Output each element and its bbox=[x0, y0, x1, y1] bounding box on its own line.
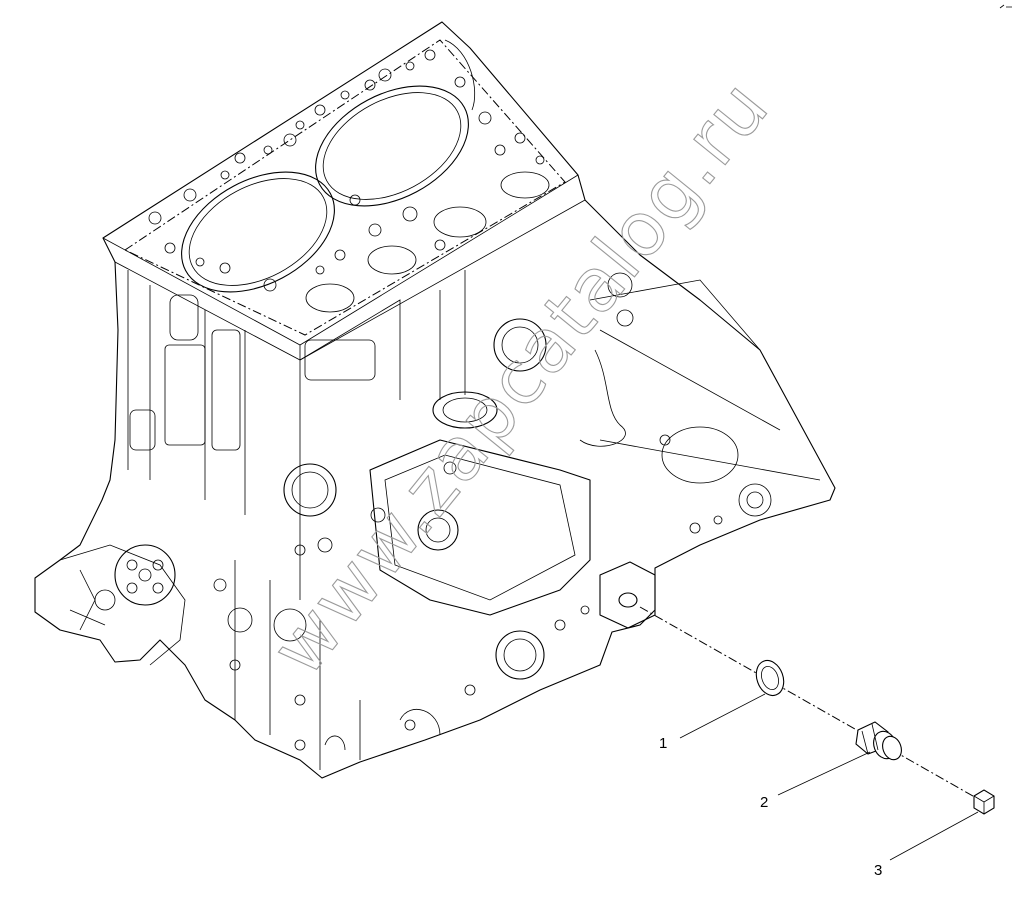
watermark-text: www.zapcatalog.ru bbox=[255, 64, 786, 691]
pressure-switch-sensor bbox=[855, 721, 902, 761]
leader-line-1 bbox=[679, 693, 766, 739]
callout-1: 1 bbox=[659, 735, 667, 752]
leader-line-2 bbox=[777, 751, 871, 796]
boss-lower bbox=[495, 630, 545, 680]
sealing-washer bbox=[755, 659, 785, 697]
callout-2: 2 bbox=[760, 794, 768, 811]
deck-holes bbox=[148, 49, 545, 292]
boss-upper bbox=[493, 318, 547, 372]
boss-left bbox=[283, 463, 337, 517]
sensor-port-boss bbox=[599, 561, 656, 629]
engine-block bbox=[34, 21, 836, 779]
leader-line-3 bbox=[889, 811, 979, 861]
connector-cap bbox=[973, 789, 995, 815]
corner-mark bbox=[999, 4, 1012, 9]
assembly-centerline bbox=[639, 606, 981, 801]
filter-mounting-pad bbox=[369, 439, 591, 616]
cylinder-bore-1 bbox=[181, 171, 335, 293]
callout-3: 3 bbox=[874, 862, 882, 879]
cylinder-bore-2 bbox=[315, 85, 469, 207]
sensor-port-hole bbox=[618, 592, 638, 608]
